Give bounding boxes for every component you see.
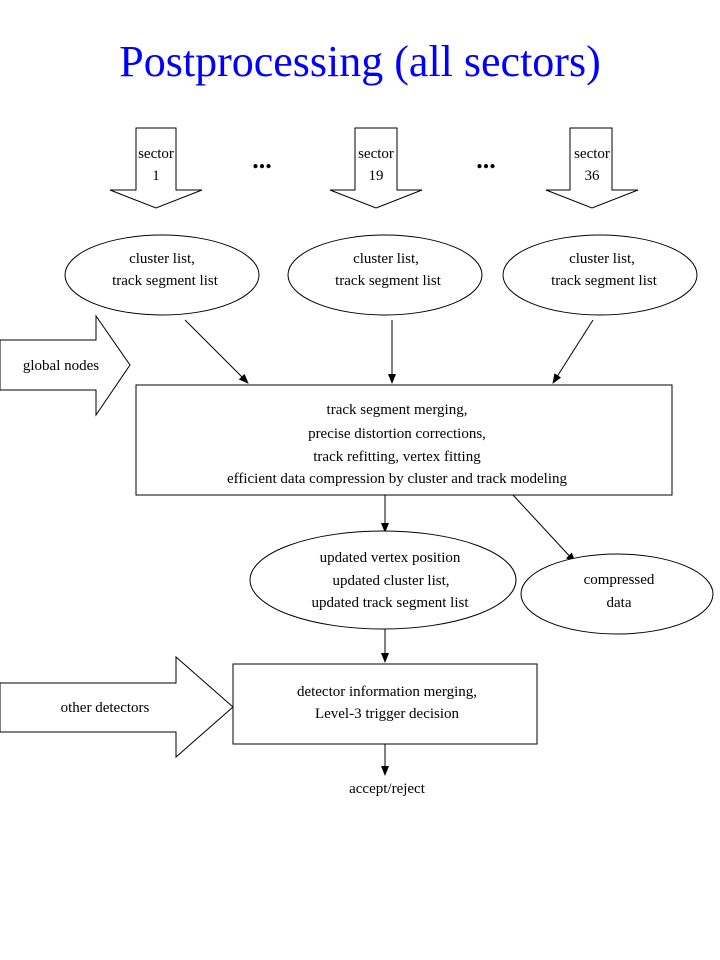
sector-1-label: sector [138, 146, 174, 162]
cluster-ellipse-sector-19: cluster list, track segment list [287, 234, 483, 316]
sector-19-number: 19 [369, 168, 384, 184]
global-nodes-label: global nodes [23, 358, 99, 374]
detector-box-line-1: detector information merging, [297, 684, 477, 700]
other-detectors-arrow: other detectors [0, 655, 234, 759]
ellipsis-right: ... [476, 145, 496, 174]
detector-merging-box: detector information merging, Level-3 tr… [232, 663, 538, 745]
main-processing-box: track segment merging, precise distortio… [135, 384, 673, 496]
sector-36-number: 36 [585, 168, 601, 184]
updated-ellipse-line-2: updated cluster list, [332, 573, 449, 589]
cluster-ellipse-sector-36: cluster list, track segment list [502, 234, 698, 316]
sector-19-label: sector [358, 146, 394, 162]
main-box-line-2: precise distortion corrections, [308, 426, 486, 442]
sector-1-number: 1 [152, 168, 160, 184]
sector-19-arrow: sector 19 [329, 127, 423, 209]
cluster-ellipse-1-line-2: track segment list [112, 273, 219, 289]
arrow-ellipse-1-to-main [184, 319, 249, 384]
compressed-line-2: data [607, 595, 632, 611]
sector-1-arrow: sector 1 [109, 127, 203, 209]
cluster-ellipse-1-line-1: cluster list, [129, 251, 195, 267]
compressed-line-1: compressed [584, 572, 655, 588]
main-box-line-1: track segment merging, [327, 402, 468, 418]
cluster-ellipse-36-line-1: cluster list, [569, 251, 635, 267]
updated-ellipse: updated vertex position updated cluster … [249, 530, 517, 630]
arrow-main-to-compressed [512, 494, 576, 563]
sector-36-arrow: sector 36 [545, 127, 639, 209]
main-box-line-4: efficient data compression by cluster an… [227, 471, 568, 487]
updated-ellipse-line-1: updated vertex position [320, 550, 461, 566]
updated-ellipse-line-3: updated track segment list [311, 595, 469, 611]
other-detectors-label: other detectors [61, 700, 150, 716]
ellipsis-left: ... [252, 145, 272, 174]
cluster-ellipse-36-line-2: track segment list [551, 273, 658, 289]
cluster-ellipse-19-line-2: track segment list [335, 273, 442, 289]
global-nodes-arrow: global nodes [0, 314, 131, 417]
cluster-ellipse-sector-1: cluster list, track segment list [64, 234, 260, 316]
diagram-title: Postprocessing (all sectors) [119, 37, 601, 86]
cluster-ellipse-19-line-1: cluster list, [353, 251, 419, 267]
compressed-data-ellipse: compressed data [520, 553, 714, 635]
main-box-line-3: track refitting, vertex fitting [313, 449, 481, 465]
detector-box-line-2: Level-3 trigger decision [315, 706, 460, 722]
arrow-ellipse-36-to-main [552, 319, 594, 384]
sector-36-label: sector [574, 146, 610, 162]
accept-reject-label: accept/reject [349, 781, 426, 797]
